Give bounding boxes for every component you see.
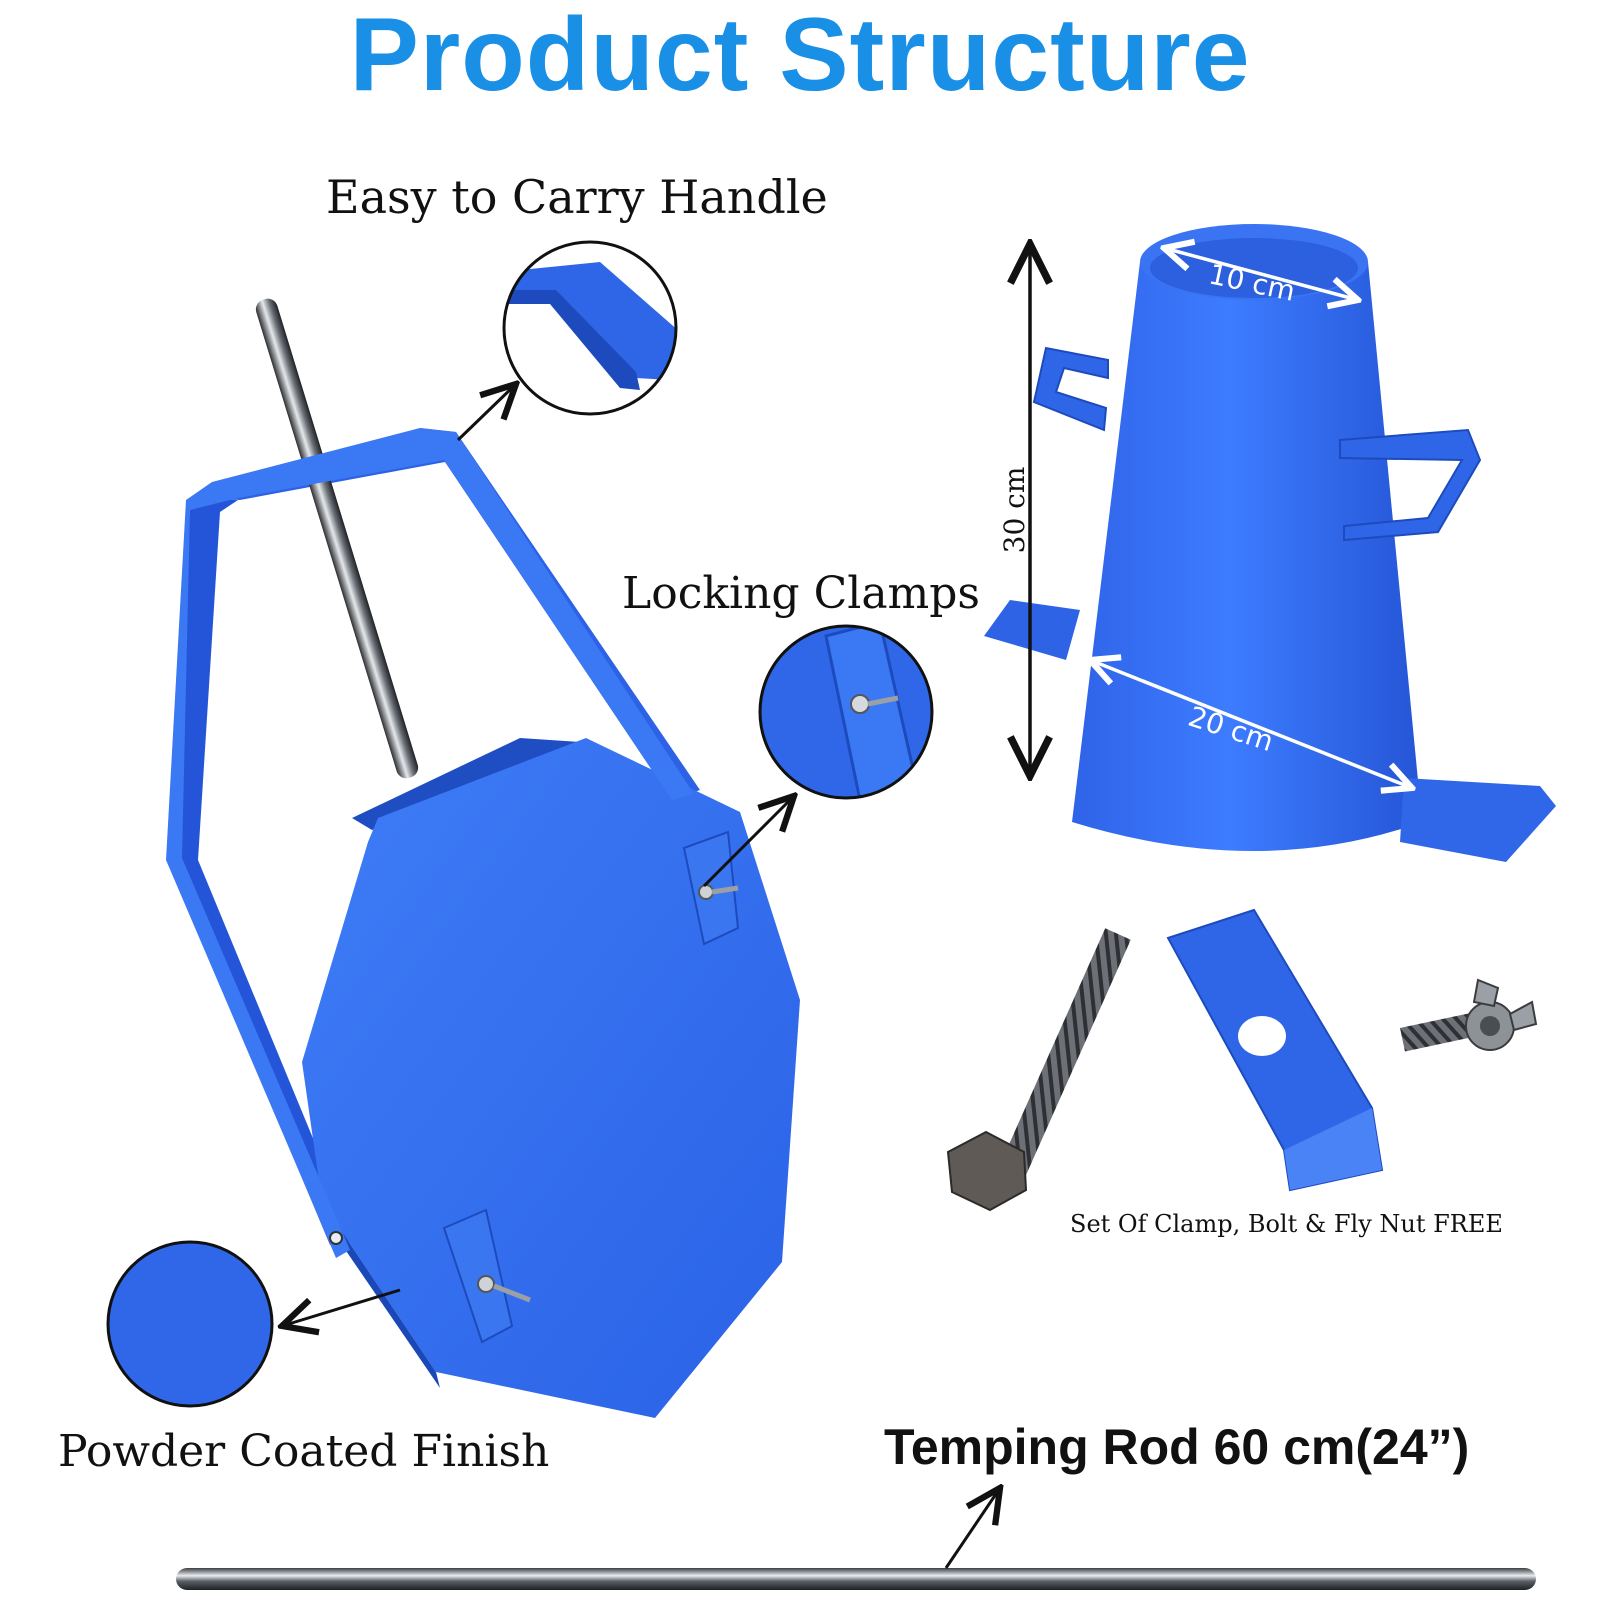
- hardware-set-label: Set Of Clamp, Bolt & Fly Nut FREE: [1070, 1210, 1503, 1238]
- clamps-label: Locking Clamps: [622, 568, 981, 619]
- bolt: [946, 928, 1131, 1212]
- lower-clamp: [442, 1208, 531, 1344]
- handle-detail-circle: [502, 240, 678, 416]
- fly-nut: [1400, 978, 1538, 1052]
- finish-callout-arrow: [282, 1288, 401, 1326]
- height-text: 30 cm: [998, 467, 1031, 554]
- bottom-diameter-arrow: [1090, 660, 1412, 788]
- finish-detail-circle: [106, 1240, 274, 1408]
- height-label: 30 cm: [998, 467, 1031, 554]
- tamping-rod: [176, 1568, 1536, 1590]
- mould-assembly: [166, 298, 800, 1418]
- rod-label: Temping Rod 60 cm(24”): [884, 1419, 1470, 1475]
- handle-callout-arrow: [456, 384, 516, 442]
- top-diameter-arrow: [1164, 248, 1358, 300]
- octagon-plate: [302, 738, 800, 1418]
- slump-cone: [984, 224, 1556, 862]
- clamp-detail-circle: [758, 624, 934, 800]
- finish-label: Powder Coated Finish: [58, 1426, 550, 1477]
- vertical-rod: [255, 298, 419, 779]
- clamp-plate: [1166, 908, 1384, 1192]
- page-title: Product Structure: [349, 0, 1251, 113]
- upper-clamp: [682, 830, 740, 946]
- handle-label: Easy to Carry Handle: [326, 170, 828, 224]
- rod-callout-arrow: [944, 1488, 1000, 1569]
- bolt-head: [946, 1130, 1028, 1212]
- clamp-callout-arrow: [702, 796, 794, 888]
